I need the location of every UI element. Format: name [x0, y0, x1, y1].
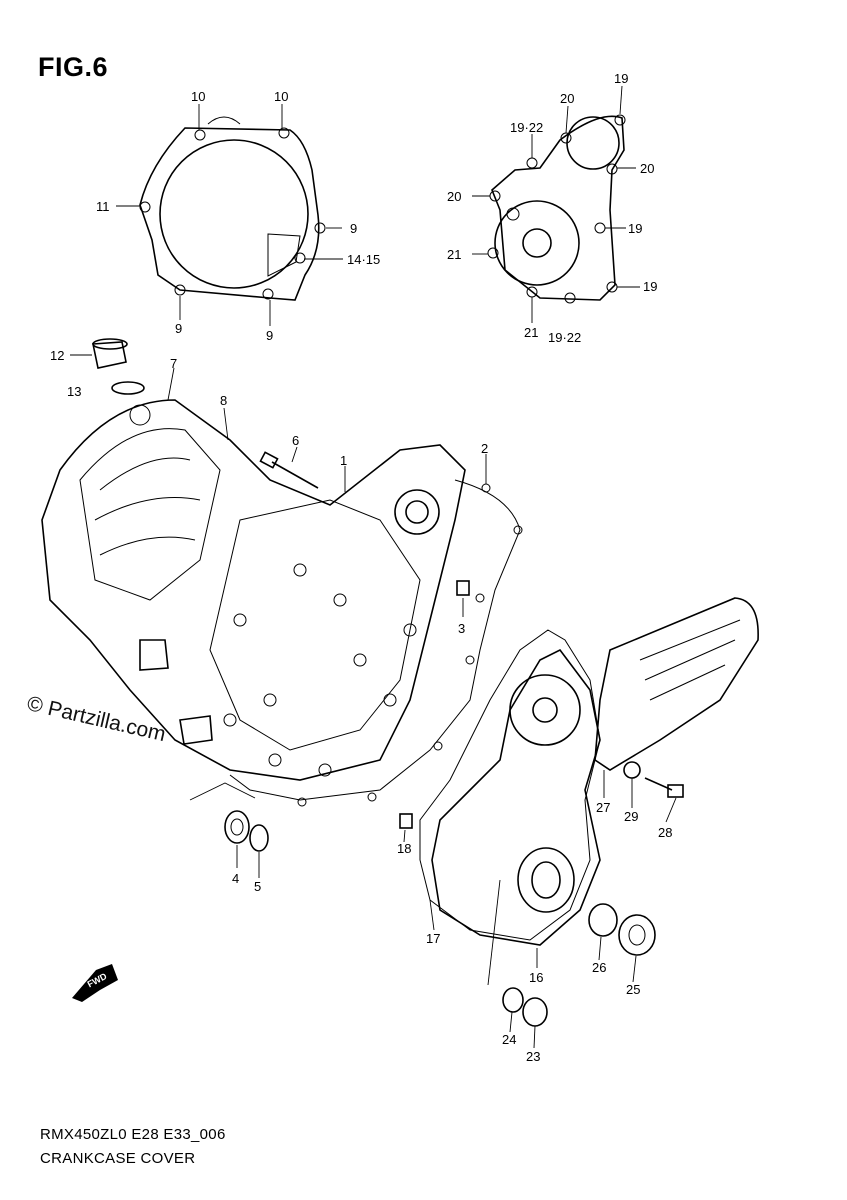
callout-23: 23 — [526, 1049, 540, 1064]
callout-20c: 20 — [447, 189, 461, 204]
leader-lines — [70, 85, 677, 1049]
callout-13: 13 — [67, 384, 81, 399]
callout-9a: 9 — [350, 221, 357, 236]
callout-20b: 20 — [640, 161, 654, 176]
callout-7: 7 — [170, 356, 177, 371]
callout-28: 28 — [658, 825, 672, 840]
callout-19c: 19 — [643, 279, 657, 294]
callout-11: 11 — [96, 199, 110, 214]
callout-24: 24 — [502, 1032, 516, 1047]
callout-14-15: 14·15 — [347, 252, 380, 267]
callout-29: 29 — [624, 809, 638, 824]
callout-25: 25 — [626, 982, 640, 997]
callout-21b: 21 — [524, 325, 538, 340]
callout-12: 12 — [50, 348, 64, 363]
generator-cover-drawing — [487, 114, 626, 304]
part-labels: 10 10 11 9 14·15 9 9 19 20 19·22 20 20 1… — [50, 71, 672, 1064]
callout-18: 18 — [397, 841, 411, 856]
callout-20a: 20 — [560, 91, 574, 106]
figure-title: FIG.6 — [38, 52, 109, 82]
callout-27: 27 — [596, 800, 610, 815]
callout-5: 5 — [254, 879, 261, 894]
callout-2: 2 — [481, 441, 488, 456]
callout-1: 1 — [340, 453, 347, 468]
callout-19a: 19 — [614, 71, 628, 86]
fwd-arrow-icon: FWD — [72, 964, 118, 1002]
callout-4: 4 — [232, 871, 239, 886]
callout-8: 8 — [220, 393, 227, 408]
callout-19-22a: 19·22 — [510, 120, 543, 135]
callout-19-22b: 19·22 — [548, 330, 581, 345]
callout-3: 3 — [458, 621, 465, 636]
callout-16: 16 — [529, 970, 543, 985]
callout-19b: 19 — [628, 221, 642, 236]
model-code-caption: RMX450ZL0 E28 E33_006 — [40, 1126, 226, 1143]
callout-9b: 9 — [175, 321, 182, 336]
callout-26: 26 — [592, 960, 606, 975]
outer-cover-drawing — [399, 597, 759, 1027]
section-name-caption: CRANKCASE COVER — [40, 1150, 196, 1167]
callout-9c: 9 — [266, 328, 273, 343]
callout-6: 6 — [292, 433, 299, 448]
clutch-cover-drawing — [139, 116, 326, 301]
callout-10a: 10 — [191, 89, 205, 104]
oil-filler-cap-drawing — [92, 338, 145, 395]
callout-21a: 21 — [447, 247, 461, 262]
callout-17: 17 — [426, 931, 440, 946]
crankcase-cover-drawing — [41, 399, 523, 852]
callout-10b: 10 — [274, 89, 288, 104]
